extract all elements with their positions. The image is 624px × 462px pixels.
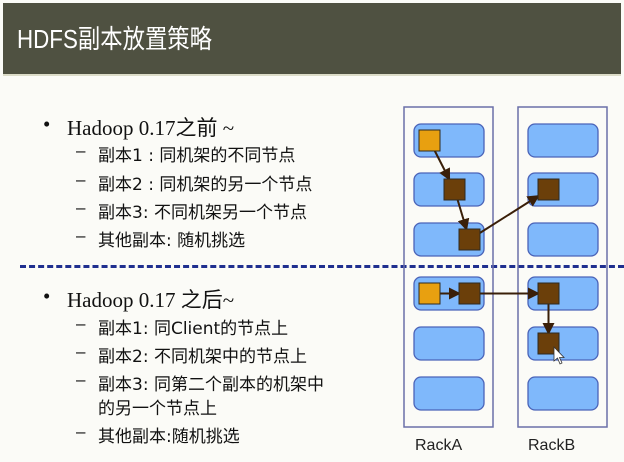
item-text: 其他副本: 随机挑选 [98, 231, 246, 251]
item-text: 其他副本:随机挑选 [98, 427, 240, 447]
dash: – [76, 342, 86, 361]
dash: – [76, 141, 86, 160]
rack-label-a: RackA [415, 437, 463, 454]
datanode [527, 222, 599, 257]
before-replication-arrow [433, 150, 451, 181]
dash: – [76, 226, 86, 245]
client-block [418, 282, 441, 305]
item-text: 副本2: 不同机架中的节点上 [98, 347, 307, 367]
bullet-dot: • [43, 112, 51, 136]
datanode [413, 326, 485, 361]
bullet-title: Hadoop 0.17之前 ~ [67, 116, 235, 140]
client-block [418, 129, 441, 152]
replica-block [458, 282, 481, 305]
dash: – [76, 370, 86, 389]
rack-a [403, 106, 494, 428]
before-replication-arrow [456, 199, 470, 231]
replica-block [443, 178, 466, 201]
replica-block [537, 178, 560, 201]
slide-title: HDFS副本放置策略 [17, 24, 213, 54]
item-text: 的另一个节点上 [98, 399, 217, 419]
section-divider [20, 265, 624, 268]
dash: – [76, 314, 86, 333]
datanode [413, 376, 485, 411]
item-text: 副本2 : 同机架的另一个节点 [98, 175, 313, 195]
bullet-dot: • [43, 284, 51, 308]
rack-label-b: RackB [528, 437, 576, 454]
replica-block [537, 282, 560, 305]
dash: – [76, 170, 86, 189]
rack-b [517, 106, 608, 428]
before-replication-arrow [479, 195, 540, 234]
item-text: 副本1 : 同机架的不同节点 [98, 146, 296, 166]
item-text: 副本3: 不同机架另一个节点 [98, 203, 307, 223]
slide-header: HDFS副本放置策略 [3, 3, 621, 76]
item-text: 副本3: 同第二个副本的机架中 [98, 375, 324, 395]
datanode [527, 123, 599, 158]
replica-block [458, 228, 481, 251]
dash: – [76, 422, 86, 441]
item-text: 副本1: 同Client的节点上 [98, 319, 289, 339]
datanode [527, 376, 599, 411]
dash: – [76, 198, 86, 217]
bullet-title: Hadoop 0.17 之后~ [67, 288, 235, 312]
mouse-cursor-icon [553, 346, 565, 365]
